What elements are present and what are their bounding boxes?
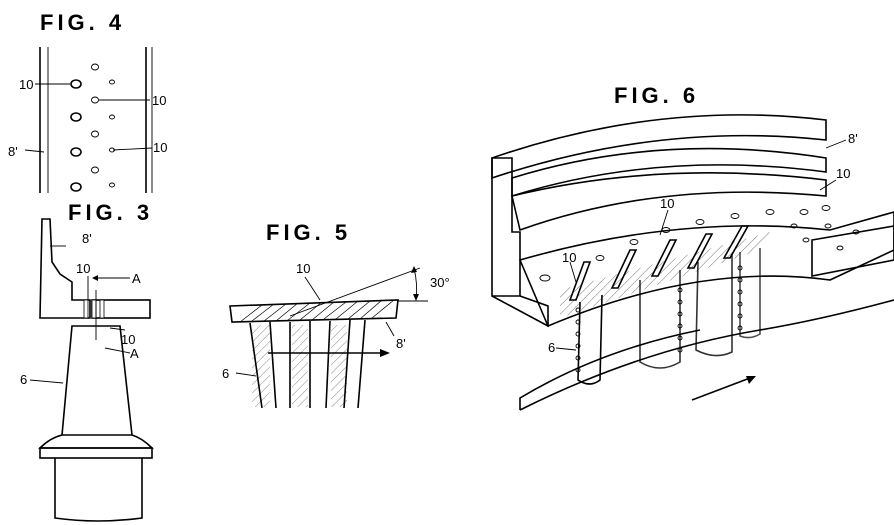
fig3-label-section-a-bottom: A xyxy=(130,346,139,361)
figure-6: FIG. 6 xyxy=(491,83,894,411)
fig6-label-hole-right: 10 xyxy=(836,166,850,181)
fig6-holes xyxy=(539,205,860,282)
fig5-blades xyxy=(249,319,366,409)
fig5-label-ring: 8' xyxy=(396,336,406,351)
fig3-label-section-a-top: A xyxy=(132,271,141,286)
fig3-label-hole-top: 10 xyxy=(76,261,90,276)
fig5-ring-plate xyxy=(229,299,399,323)
fig5-label-hole: 10 xyxy=(296,261,310,276)
fig6-ring-section xyxy=(491,157,521,297)
fig6-label-blade: 6 xyxy=(548,340,555,355)
fig3-label-blade: 6 xyxy=(20,372,27,387)
fig4-label-hole-large: 10 xyxy=(19,77,33,92)
fig6-blades xyxy=(577,248,761,385)
fig6-title: FIG. 6 xyxy=(614,83,699,108)
fig6-label-hole-left: 10 xyxy=(562,250,576,265)
fig5-title: FIG. 5 xyxy=(266,220,351,245)
fig4-label-hole-medium: 10 xyxy=(152,93,166,108)
fig6-angled-slots xyxy=(568,225,750,301)
fig4-label-strip: 8' xyxy=(8,144,18,159)
fig4-title: FIG. 4 xyxy=(40,10,125,35)
fig5-label-blade: 6 xyxy=(222,366,229,381)
figure-5: FIG. 5 xyxy=(222,220,450,409)
fig6-label-hole-middle: 10 xyxy=(660,196,674,211)
fig6-disk-outline xyxy=(519,299,894,411)
figure-4: FIG. 4 10 10 8' 10 xyxy=(8,10,167,193)
fig6-blade-cooling-holes xyxy=(575,265,743,373)
fig6-ring-top xyxy=(491,114,827,180)
figure-3: FIG. 3 8' 10 A 10 A 6 xyxy=(20,200,154,522)
fig4-label-hole-small: 10 xyxy=(153,140,167,155)
fig3-label-ring: 8' xyxy=(82,231,92,246)
fig5-label-angle: 30° xyxy=(430,275,450,290)
fig6-platform xyxy=(518,211,894,328)
fig3-label-hole-bottom: 10 xyxy=(121,332,135,347)
fig3-ring-section xyxy=(39,218,91,319)
fig3-title: FIG. 3 xyxy=(68,200,153,225)
fig4-holes xyxy=(70,63,115,192)
fig6-label-ring: 8' xyxy=(848,131,858,146)
